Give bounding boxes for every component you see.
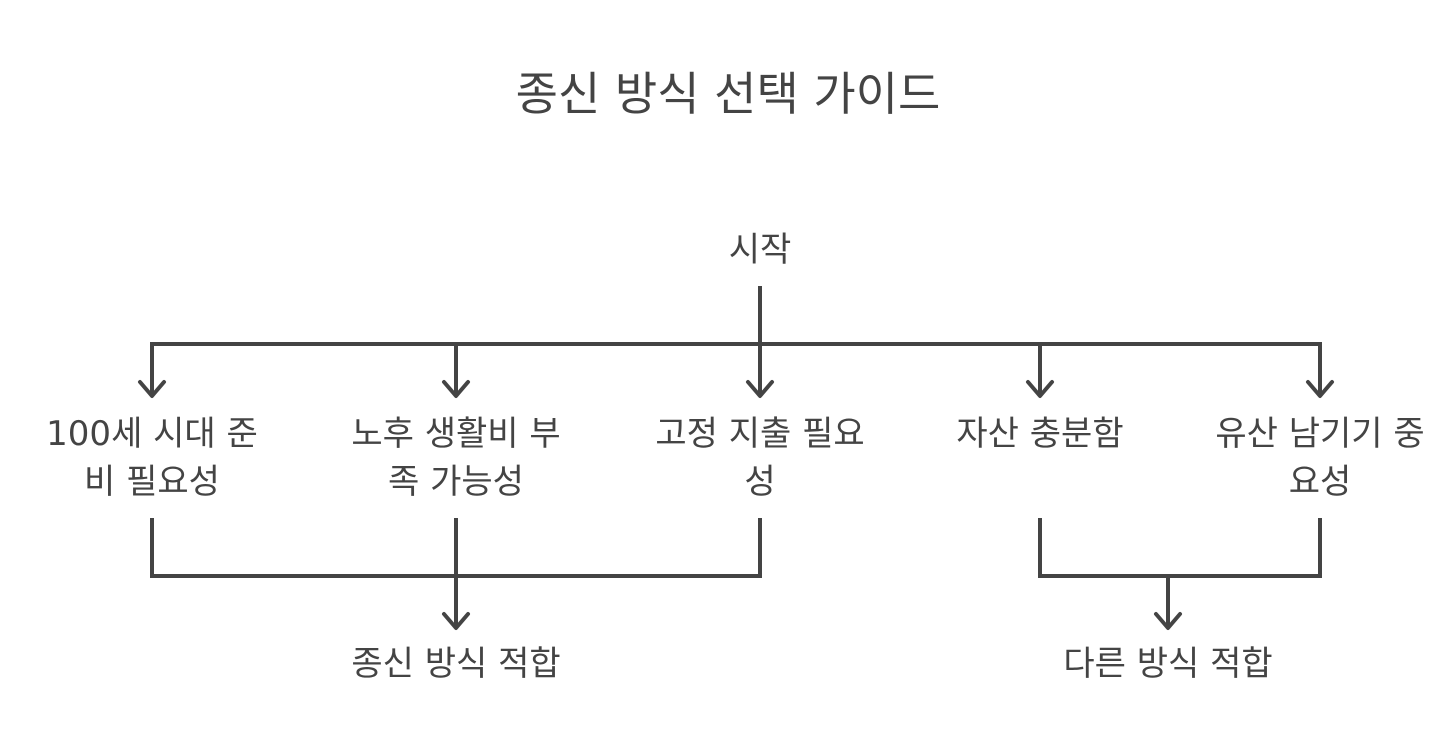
criterion-node: 유산 남기기 중요성 <box>1215 414 1425 502</box>
criterion-node: 노후 생활비 부족 가능성 <box>351 414 561 502</box>
arrowhead-criterion-2 <box>442 380 470 398</box>
criterion-node: 자산 충분함 <box>956 414 1124 454</box>
arrowhead-outcome-2 <box>1154 612 1182 630</box>
outcome-node: 다른 방식 적합 <box>1063 644 1273 684</box>
start-node: 시작 <box>728 230 792 270</box>
criterion-node: 고정 지출 필요성 <box>655 414 865 502</box>
criterion-node: 100세 시대 준비 필요성 <box>46 414 258 502</box>
arrowhead-criterion-3 <box>746 380 774 398</box>
arrowhead-criterion-1 <box>138 380 166 398</box>
arrowhead-criterion-4 <box>1026 380 1054 398</box>
outcome-node: 종신 방식 적합 <box>351 644 561 684</box>
arrowhead-outcome-1 <box>442 612 470 630</box>
diagram-title: 종신 방식 선택 가이드 <box>515 67 941 121</box>
arrowhead-criterion-5 <box>1306 380 1334 398</box>
